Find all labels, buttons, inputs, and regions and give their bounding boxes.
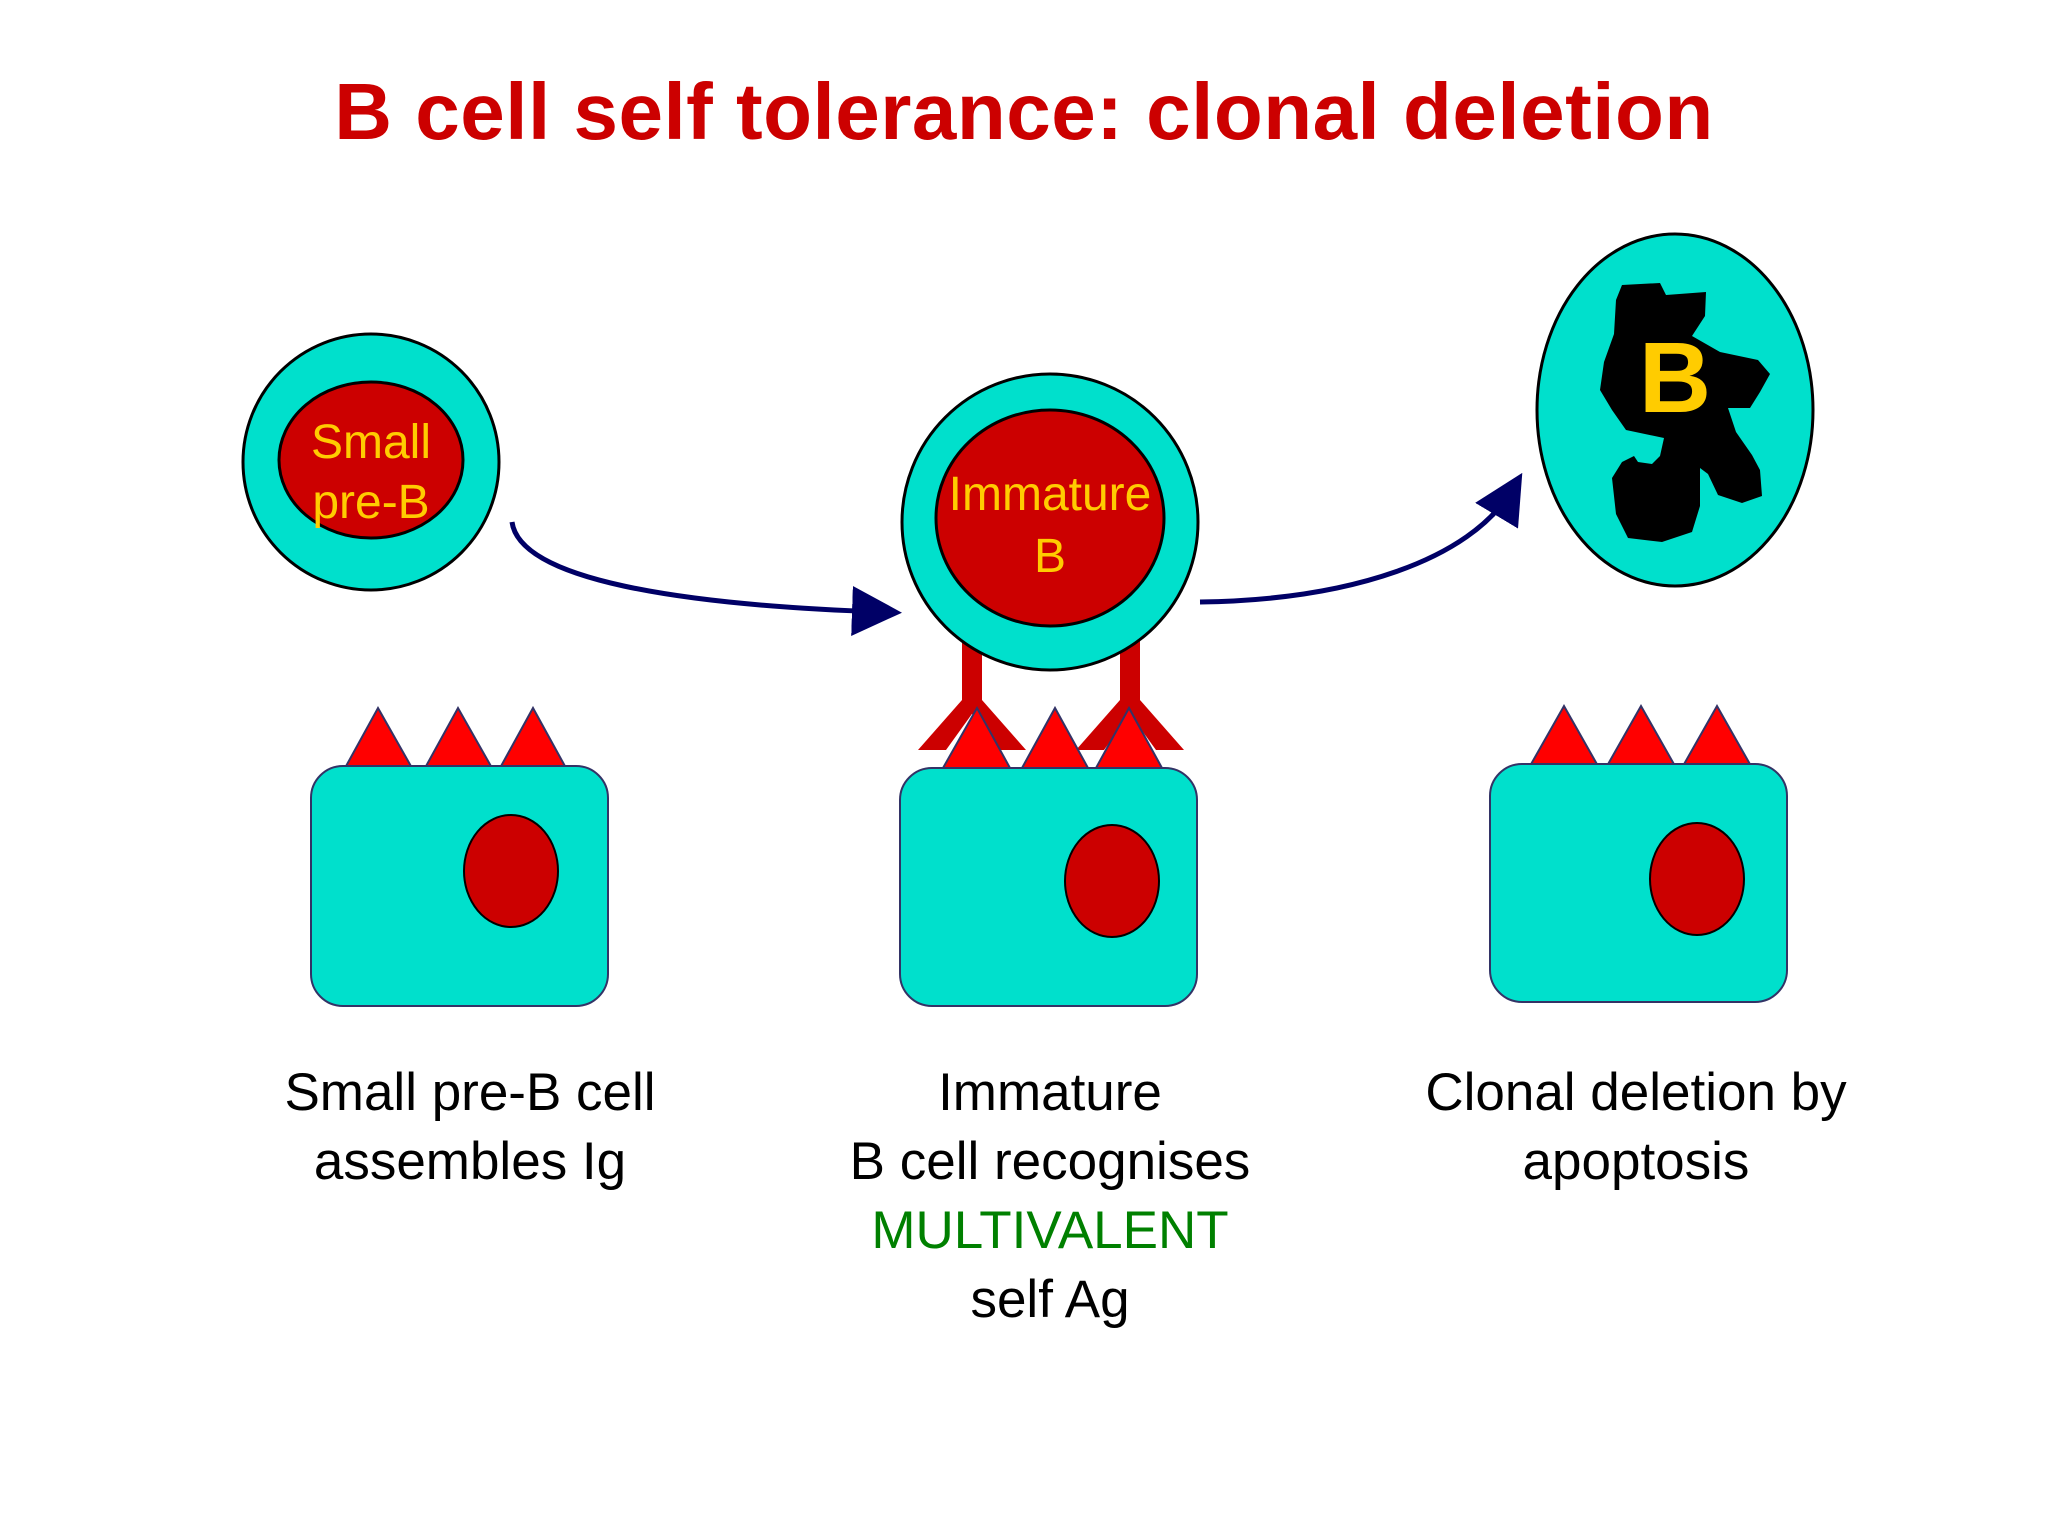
self-antigen-icon [1605, 703, 1677, 767]
stromal-cell-3 [1489, 703, 1788, 1003]
immature-b-label-line1: Immature [949, 468, 1152, 521]
caption-stage-2-line4: self Ag [970, 1270, 1130, 1329]
self-antigen-icon [1020, 705, 1090, 769]
caption-stage-3-line1: Clonal deletion by [1425, 1063, 1847, 1122]
stromal-cell-1 [310, 705, 609, 1007]
antibody-right [1076, 638, 1184, 750]
stromal-cell-2 [899, 705, 1198, 1007]
stromal-cell-nucleus [1064, 824, 1160, 938]
caption-stage-2: Immature B cell recognises MULTIVALENT s… [750, 1058, 1350, 1334]
arrow-to-apoptosis [1199, 472, 1523, 605]
self-antigen-icon [941, 705, 1012, 769]
caption-stage-1: Small pre-B cell assembles Ig [170, 1058, 770, 1196]
stromal-cell-nucleus [1649, 822, 1745, 936]
self-antigen-icon [343, 705, 414, 769]
self-antigen-icon [1528, 703, 1600, 767]
immature-b-label-line2: B [1034, 530, 1066, 583]
stromal-cell-nucleus [463, 814, 559, 928]
small-pre-b-label-line2: pre-B [312, 476, 429, 529]
antibody-icon-left-arm [918, 700, 982, 750]
self-antigen-icon [423, 705, 494, 769]
caption-stage-3: Clonal deletion by apoptosis [1336, 1058, 1936, 1196]
caption-stage-3-line2: apoptosis [1522, 1132, 1750, 1191]
self-antigen-icon [1681, 703, 1753, 767]
caption-stage-1-line2: assembles Ig [313, 1132, 627, 1191]
caption-stage-1-line1: Small pre-B cell [284, 1063, 656, 1122]
fragmented-nucleus [1600, 283, 1770, 542]
caption-stage-2-emphasis: MULTIVALENT [871, 1201, 1229, 1260]
antibody-icon [1120, 638, 1140, 708]
antibody-icon-left-arm [1076, 700, 1140, 750]
antibody-icon [962, 638, 982, 708]
self-antigen-icon [1094, 705, 1164, 769]
caption-stage-2-line1: Immature [938, 1063, 1162, 1122]
stromal-cell-body [1489, 763, 1788, 1003]
immature-b-cell: Immature B [900, 372, 1200, 672]
self-antigen-icon [498, 705, 568, 769]
apoptotic-b-label: B [1639, 322, 1711, 434]
small-pre-b-nucleus [277, 380, 465, 540]
immature-b-nucleus [934, 408, 1166, 628]
arrow-to-immature-b [509, 521, 902, 636]
caption-stage-2-line2: B cell recognises [849, 1132, 1251, 1191]
antibody-icon-right-arm [1120, 700, 1184, 750]
apoptotic-b-cell: B [1535, 232, 1815, 588]
stromal-cell-body [310, 765, 609, 1007]
page-title: B cell self tolerance: clonal deletion [334, 67, 1714, 156]
small-pre-b-label-line1: Small [311, 416, 431, 469]
small-pre-b-cell: Small pre-B [241, 332, 501, 592]
